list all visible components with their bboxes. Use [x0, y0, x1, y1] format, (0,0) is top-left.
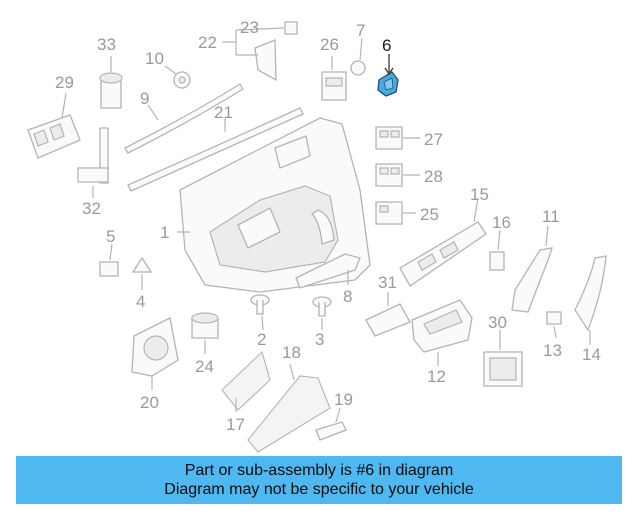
callout-12: 12: [427, 367, 446, 386]
info-banner: Part or sub-assembly is #6 in diagram Di…: [16, 456, 622, 504]
part-14[interactable]: 14: [574, 255, 607, 364]
callout-13: 13: [543, 341, 562, 360]
callout-14: 14: [582, 345, 601, 364]
part-22[interactable]: 22: [198, 30, 277, 82]
part-32[interactable]: 32: [77, 127, 109, 218]
callout-15: 15: [470, 185, 489, 204]
part-29[interactable]: 29: [27, 73, 81, 159]
part-10[interactable]: 10: [145, 49, 191, 89]
callout-16: 16: [492, 213, 511, 232]
callout-25: 25: [420, 205, 439, 224]
callout-23: 23: [240, 18, 259, 37]
callout-24: 24: [195, 357, 214, 376]
banner-line-2: Diagram may not be specific to your vehi…: [164, 481, 474, 498]
callout-21: 21: [214, 103, 233, 122]
callout-2: 2: [257, 330, 266, 349]
part-13[interactable]: 13: [543, 311, 562, 360]
part-33[interactable]: 33: [97, 35, 123, 109]
part-2[interactable]: 2: [250, 294, 270, 349]
callout-18: 18: [282, 343, 301, 362]
callout-33: 33: [97, 35, 116, 54]
part-4[interactable]: 4: [131, 256, 153, 311]
part-26[interactable]: 26: [320, 35, 347, 101]
part-25[interactable]: 25: [375, 201, 439, 225]
callout-10: 10: [145, 49, 164, 68]
callout-5: 5: [106, 227, 115, 246]
callout-7: 7: [356, 21, 365, 40]
part-7[interactable]: 7: [350, 21, 366, 76]
banner-line-1: Part or sub-assembly is #6 in diagram: [184, 462, 454, 479]
callout-26: 26: [320, 35, 339, 54]
callout-11: 11: [542, 207, 560, 226]
callout-6: 6: [382, 36, 391, 55]
callout-19: 19: [334, 390, 353, 409]
callout-20: 20: [140, 393, 159, 412]
callout-30: 30: [488, 313, 507, 332]
callout-17: 17: [226, 415, 245, 434]
callout-32: 32: [82, 199, 101, 218]
part-6[interactable]: 6: [377, 36, 399, 97]
callout-9: 9: [140, 89, 149, 108]
part-30[interactable]: 30: [483, 313, 523, 387]
part-18[interactable]: 18: [247, 343, 331, 453]
callout-28: 28: [424, 167, 443, 186]
part-3[interactable]: 3: [312, 296, 332, 349]
part-5[interactable]: 5: [99, 227, 119, 277]
callout-27: 27: [424, 130, 443, 149]
part-20[interactable]: 20: [131, 317, 179, 412]
part-19[interactable]: 19: [315, 390, 353, 441]
part-8[interactable]: 8: [295, 253, 361, 306]
part-15[interactable]: 15: [399, 185, 489, 287]
part-9[interactable]: 9: [124, 83, 244, 154]
part-27[interactable]: 27: [375, 126, 443, 150]
callout-4: 4: [136, 292, 145, 311]
callout-8: 8: [343, 287, 352, 306]
callout-3: 3: [315, 330, 324, 349]
callout-22: 22: [198, 33, 217, 52]
part-23[interactable]: 23: [235, 18, 298, 37]
part-21[interactable]: 21: [127, 103, 304, 192]
callout-31: 31: [378, 273, 397, 292]
part-16[interactable]: 16: [489, 213, 511, 271]
callout-29: 29: [55, 73, 74, 92]
part-31[interactable]: 31: [365, 273, 411, 337]
part-28[interactable]: 28: [375, 163, 443, 187]
callout-1: 1: [160, 223, 169, 242]
part-24[interactable]: 24: [191, 312, 219, 376]
part-1[interactable]: 1: [160, 117, 371, 293]
part-12[interactable]: 12: [411, 299, 473, 386]
part-17[interactable]: 17: [221, 350, 271, 434]
part-11[interactable]: 11: [511, 207, 560, 313]
